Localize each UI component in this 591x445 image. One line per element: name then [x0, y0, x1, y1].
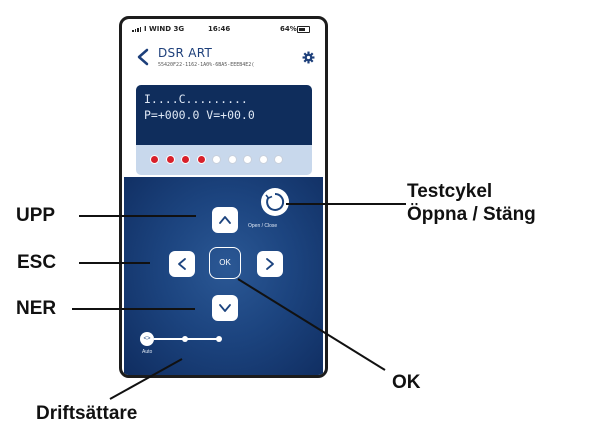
- carrier-label: I WIND 3G: [144, 25, 185, 33]
- callout-ok: OK: [392, 372, 421, 393]
- clock: 16:46: [208, 25, 231, 33]
- open-close-label: Open / Close: [248, 223, 278, 229]
- gear-icon[interactable]: [302, 51, 315, 64]
- right-button[interactable]: [257, 251, 283, 277]
- device-id: 55420F22-1162-1A0%-6BA5-EEEB4E2(: [158, 62, 255, 68]
- auto-label: Auto: [142, 349, 153, 355]
- status-bar: I WIND 3G 16:46 64%: [122, 19, 325, 37]
- chevron-right-icon: [266, 258, 274, 270]
- battery-icon: [297, 26, 310, 33]
- lcd-line-2: P=+000.0 V=+00.0: [144, 108, 255, 122]
- callout-upp: UPP: [16, 205, 56, 226]
- back-chevron-icon[interactable]: [136, 48, 150, 66]
- led-off-indicator: [227, 155, 237, 164]
- lcd-line-1: I....C.........: [144, 92, 248, 106]
- left-button[interactable]: [169, 251, 195, 277]
- led-off-indicator: [212, 155, 221, 164]
- cycle-icon: [265, 192, 285, 211]
- callout-testcykel: Testcykel: [407, 181, 493, 202]
- up-button[interactable]: [212, 207, 238, 233]
- control-panel: OK Open / Close <> Auto: [124, 177, 323, 375]
- nav-bar: DSR ART 55420F22-1162-1A0%-6BA5-EEEB4E2(: [122, 41, 325, 75]
- device-title: DSR ART: [158, 46, 213, 60]
- chevron-left-icon: [178, 258, 186, 270]
- led-off-indicator: [243, 155, 252, 164]
- down-button[interactable]: [212, 295, 238, 321]
- callout-oppna-stang: Öppna / Stäng: [407, 204, 536, 225]
- chevron-up-icon: [219, 216, 231, 224]
- auto-mode-knob[interactable]: <>: [140, 332, 154, 346]
- led-off-indicator: [258, 155, 268, 164]
- mode-slider-stop[interactable]: [216, 336, 222, 342]
- lcd-display: I....C......... P=+000.0 V=+00.0: [136, 85, 312, 145]
- chevron-down-icon: [219, 304, 231, 312]
- signal-icon: [132, 27, 141, 32]
- led-indicator-row: [150, 155, 283, 164]
- led-on-indicator: [181, 155, 190, 164]
- battery-percent: 64%: [280, 25, 297, 33]
- callout-esc: ESC: [17, 252, 57, 273]
- display-panel: I....C......... P=+000.0 V=+00.0: [136, 85, 312, 175]
- open-close-button[interactable]: [261, 188, 289, 216]
- led-on-indicator: [196, 155, 206, 164]
- callout-driftsattare: Driftsättare: [36, 403, 138, 424]
- led-off-indicator: [274, 155, 283, 164]
- callout-ner: NER: [16, 298, 57, 319]
- ok-button[interactable]: OK: [209, 247, 241, 279]
- led-on-indicator: [165, 155, 175, 164]
- led-on-indicator: [150, 155, 159, 164]
- mode-slider-stop[interactable]: [182, 336, 188, 342]
- phone-screen: I WIND 3G 16:46 64% DSR ART 55420F22-116…: [119, 16, 328, 378]
